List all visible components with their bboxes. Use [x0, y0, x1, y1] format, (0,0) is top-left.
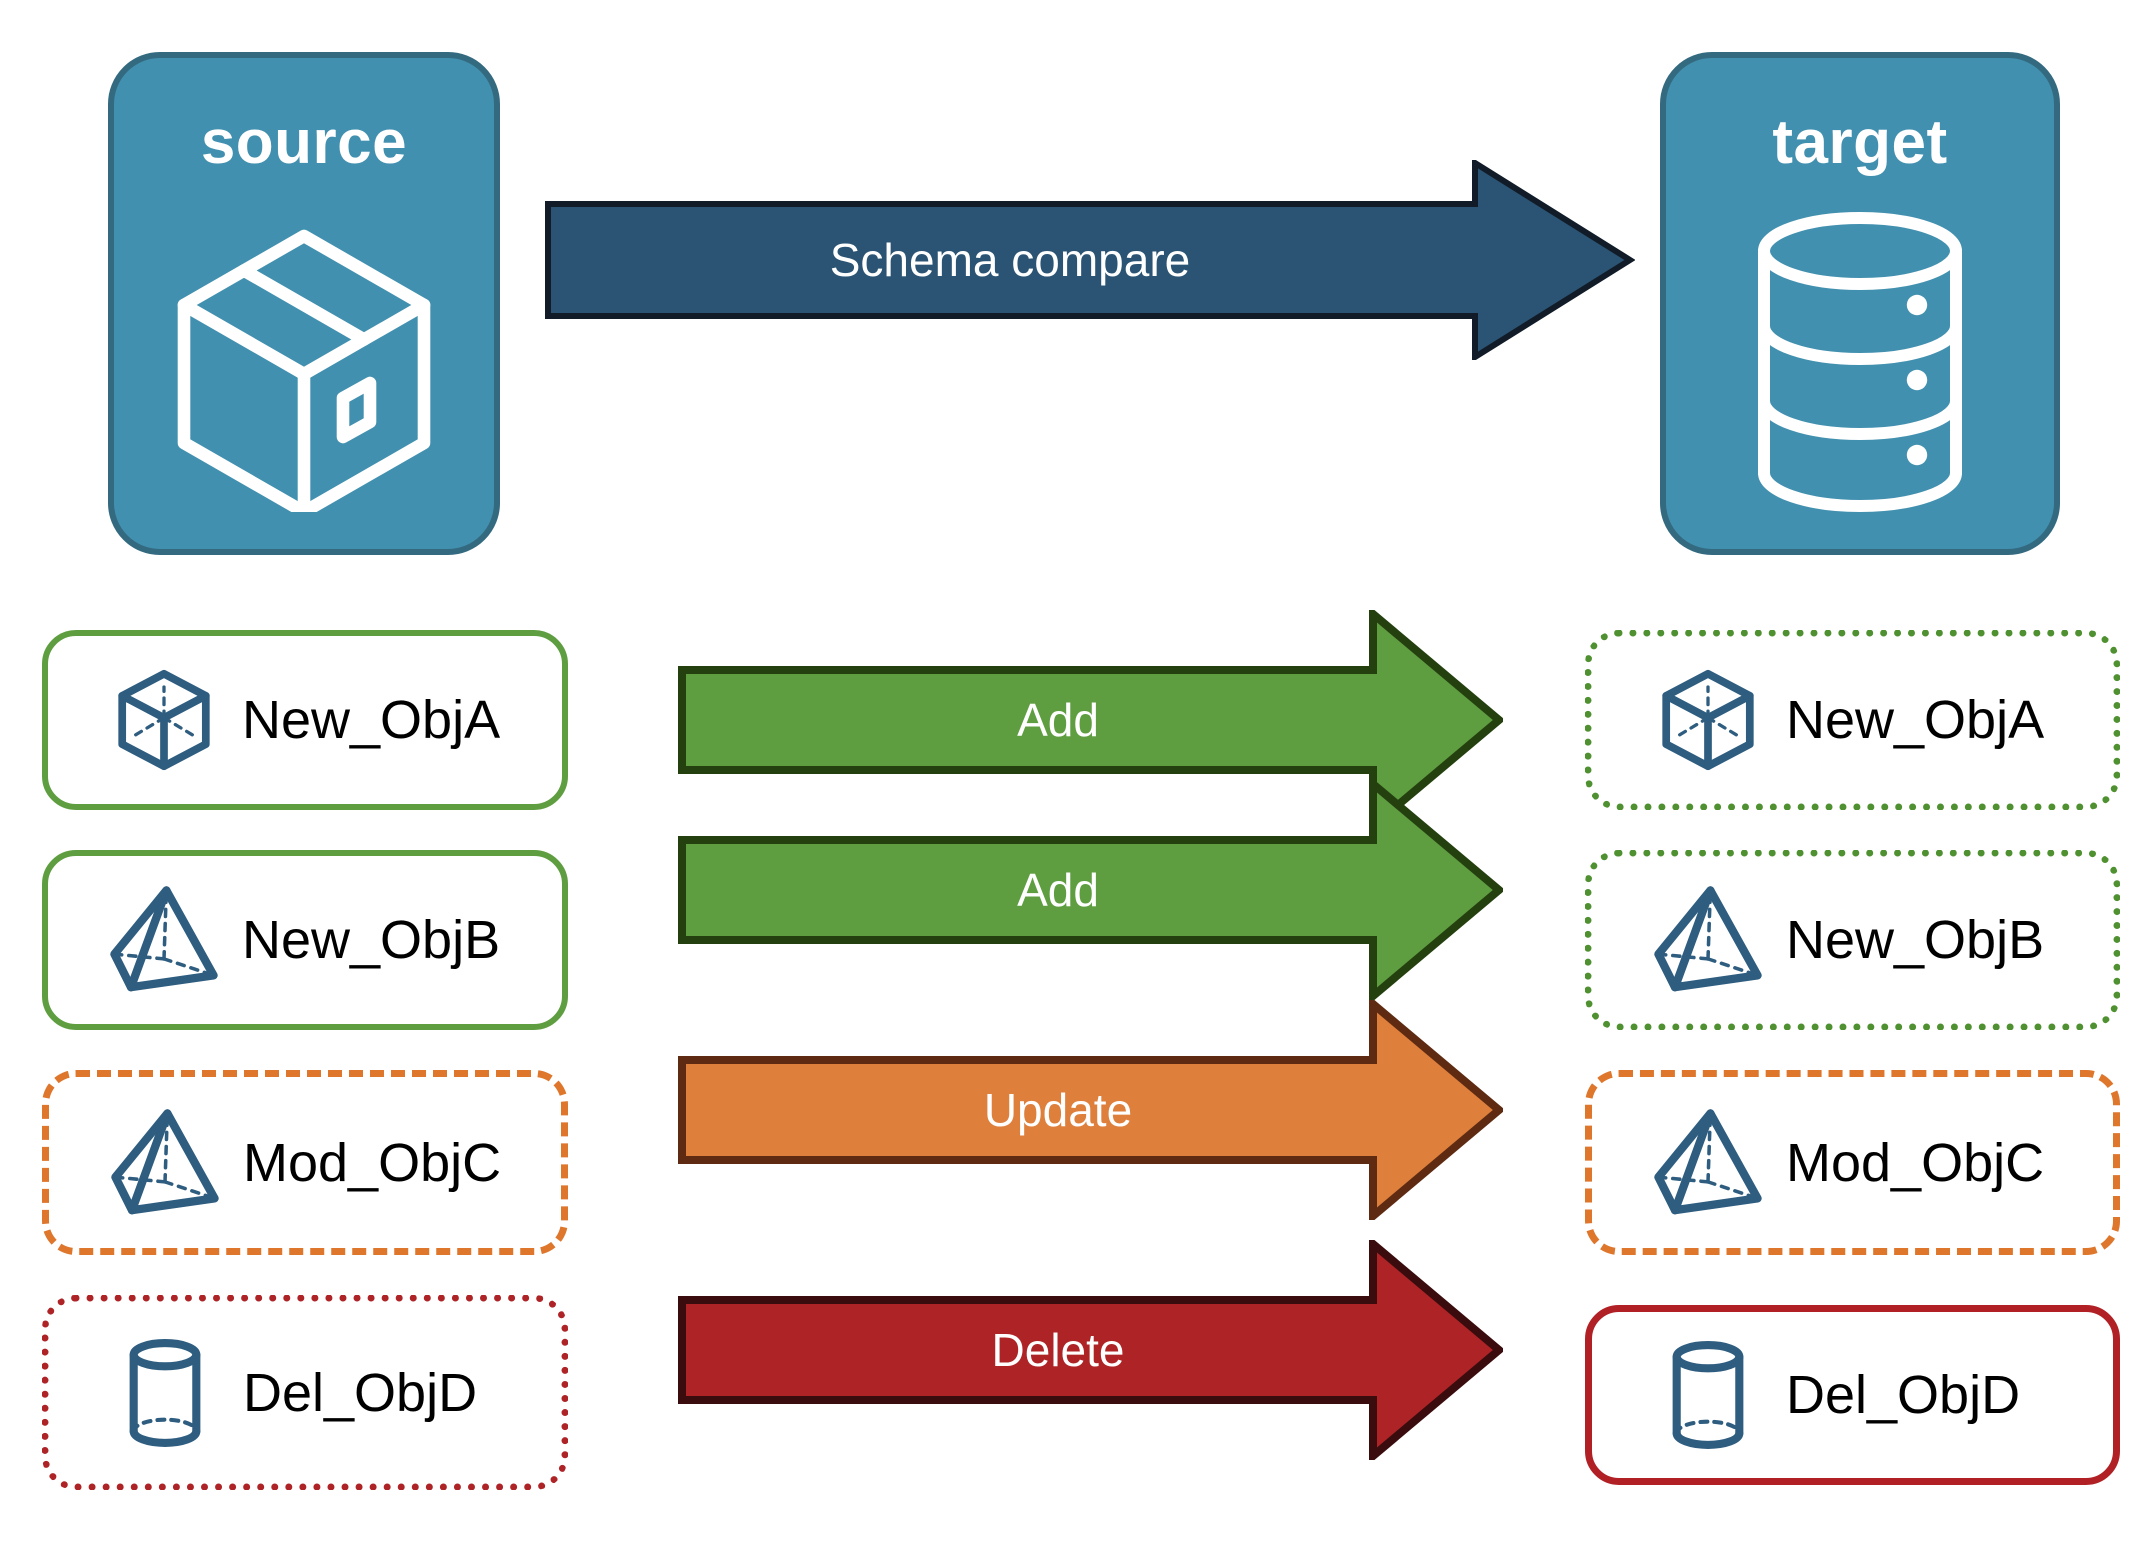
action-arrow-add[interactable]: Add [678, 775, 1506, 1005]
schema-compare-arrow[interactable]: Schema compare [545, 157, 1636, 363]
wireframe-cube-icon [104, 660, 224, 780]
database-cylinder-icon [1666, 174, 2054, 549]
source-object-card[interactable]: Del_ObjD [42, 1295, 568, 1490]
source-object-card[interactable]: New_ObjA [42, 630, 568, 810]
wireframe-pyramid-icon [1648, 1103, 1768, 1223]
target-endpoint-card[interactable]: target [1660, 52, 2060, 555]
source-endpoint-card[interactable]: source [108, 52, 500, 555]
wireframe-cube-icon [1648, 660, 1768, 780]
target-object-label: New_ObjA [1786, 690, 2045, 750]
source-object-label: Del_ObjD [243, 1362, 478, 1423]
target-object-card[interactable]: New_ObjA [1585, 630, 2120, 810]
target-object-label: New_ObjB [1786, 910, 2045, 970]
target-object-label: Mod_ObjC [1786, 1132, 2045, 1193]
wireframe-cylinder-icon [105, 1333, 225, 1453]
source-object-label: Mod_ObjC [243, 1132, 502, 1193]
target-title: target [1772, 108, 1948, 177]
source-title: source [200, 108, 408, 177]
target-object-card[interactable]: Del_ObjD [1585, 1305, 2120, 1485]
target-object-card[interactable]: Mod_ObjC [1585, 1070, 2120, 1255]
package-box-icon [114, 174, 494, 549]
target-object-card[interactable]: New_ObjB [1585, 850, 2120, 1030]
target-object-label: Del_ObjD [1786, 1365, 2021, 1425]
wireframe-pyramid-icon [1648, 880, 1768, 1000]
wireframe-pyramid-icon [104, 880, 224, 1000]
wireframe-pyramid-icon [105, 1103, 225, 1223]
schema-compare-label: Schema compare [829, 234, 1191, 286]
source-object-card[interactable]: Mod_ObjC [42, 1070, 568, 1255]
source-object-card[interactable]: New_ObjB [42, 850, 568, 1030]
action-arrow-update[interactable]: Update [678, 995, 1506, 1225]
wireframe-cylinder-icon [1648, 1335, 1768, 1455]
source-object-label: New_ObjA [242, 690, 501, 750]
source-object-label: New_ObjB [242, 910, 501, 970]
action-arrow-delete[interactable]: Delete [678, 1235, 1506, 1465]
